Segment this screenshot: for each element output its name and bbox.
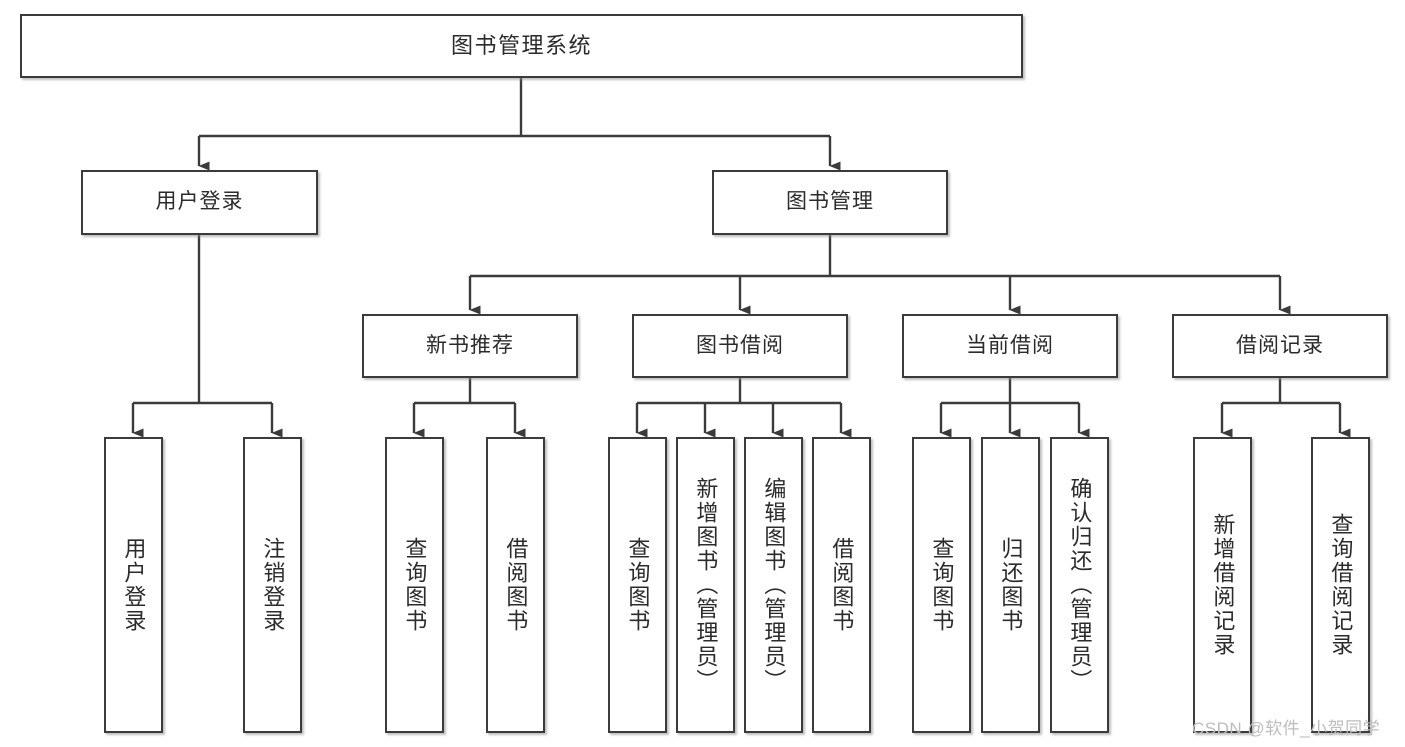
node-label: 借阅图书 <box>503 537 529 633</box>
node-leaf-query-borrowing-record[interactable]: 查询借阅记录 <box>1311 437 1370 733</box>
node-label: 查询图书 <box>402 537 428 633</box>
node-leaf-borrow-book-borrowing[interactable]: 借阅图书 <box>812 437 871 733</box>
node-book-borrowing[interactable]: 图书借阅 <box>632 314 848 378</box>
node-label: 借阅图书 <box>829 537 855 633</box>
node-label: 新增借阅记录 <box>1210 513 1236 657</box>
node-leaf-user-login[interactable]: 用户登录 <box>104 437 163 733</box>
node-leaf-add-borrowing-record[interactable]: 新增借阅记录 <box>1193 437 1252 733</box>
node-leaf-borrow-book-recommendation[interactable]: 借阅图书 <box>486 437 545 733</box>
node-label: 注销登录 <box>260 537 286 633</box>
node-label: 确认归还（管理员） <box>1067 477 1093 693</box>
node-label: 图书管理系统 <box>450 33 592 59</box>
node-borrowing-record[interactable]: 借阅记录 <box>1172 314 1388 378</box>
node-label: 图书管理 <box>786 190 874 214</box>
node-label: 借阅记录 <box>1236 333 1324 357</box>
node-label: 新增图书（管理员） <box>693 477 719 693</box>
node-leaf-edit-book-admin[interactable]: 编辑图书（管理员） <box>744 437 803 733</box>
node-user-login[interactable]: 用户登录 <box>81 170 318 235</box>
node-label: 当前借阅 <box>966 333 1054 357</box>
node-new-book-recommendation[interactable]: 新书推荐 <box>362 314 578 378</box>
node-label: 查询图书 <box>625 537 651 633</box>
node-label: 用户登录 <box>155 190 244 214</box>
node-current-borrowing[interactable]: 当前借阅 <box>902 314 1118 378</box>
node-label: 查询借阅记录 <box>1328 513 1354 657</box>
node-label: 编辑图书（管理员） <box>761 477 787 693</box>
node-label: 新书推荐 <box>426 333 514 357</box>
node-label: 用户登录 <box>121 537 147 633</box>
node-leaf-query-book-borrowing[interactable]: 查询图书 <box>608 437 667 733</box>
node-book-management[interactable]: 图书管理 <box>712 170 948 235</box>
node-leaf-return-book[interactable]: 归还图书 <box>981 437 1040 733</box>
node-root-book-management-system[interactable]: 图书管理系统 <box>20 14 1023 78</box>
node-label: 图书借阅 <box>696 333 784 357</box>
node-leaf-add-book-admin[interactable]: 新增图书（管理员） <box>676 437 735 733</box>
node-leaf-user-logout[interactable]: 注销登录 <box>243 437 302 733</box>
node-label: 归还图书 <box>998 537 1024 633</box>
node-leaf-query-book-recommendation[interactable]: 查询图书 <box>385 437 444 733</box>
node-leaf-confirm-return-admin[interactable]: 确认归还（管理员） <box>1050 437 1109 733</box>
node-label: 查询图书 <box>929 537 955 633</box>
node-leaf-query-book-current[interactable]: 查询图书 <box>912 437 971 733</box>
